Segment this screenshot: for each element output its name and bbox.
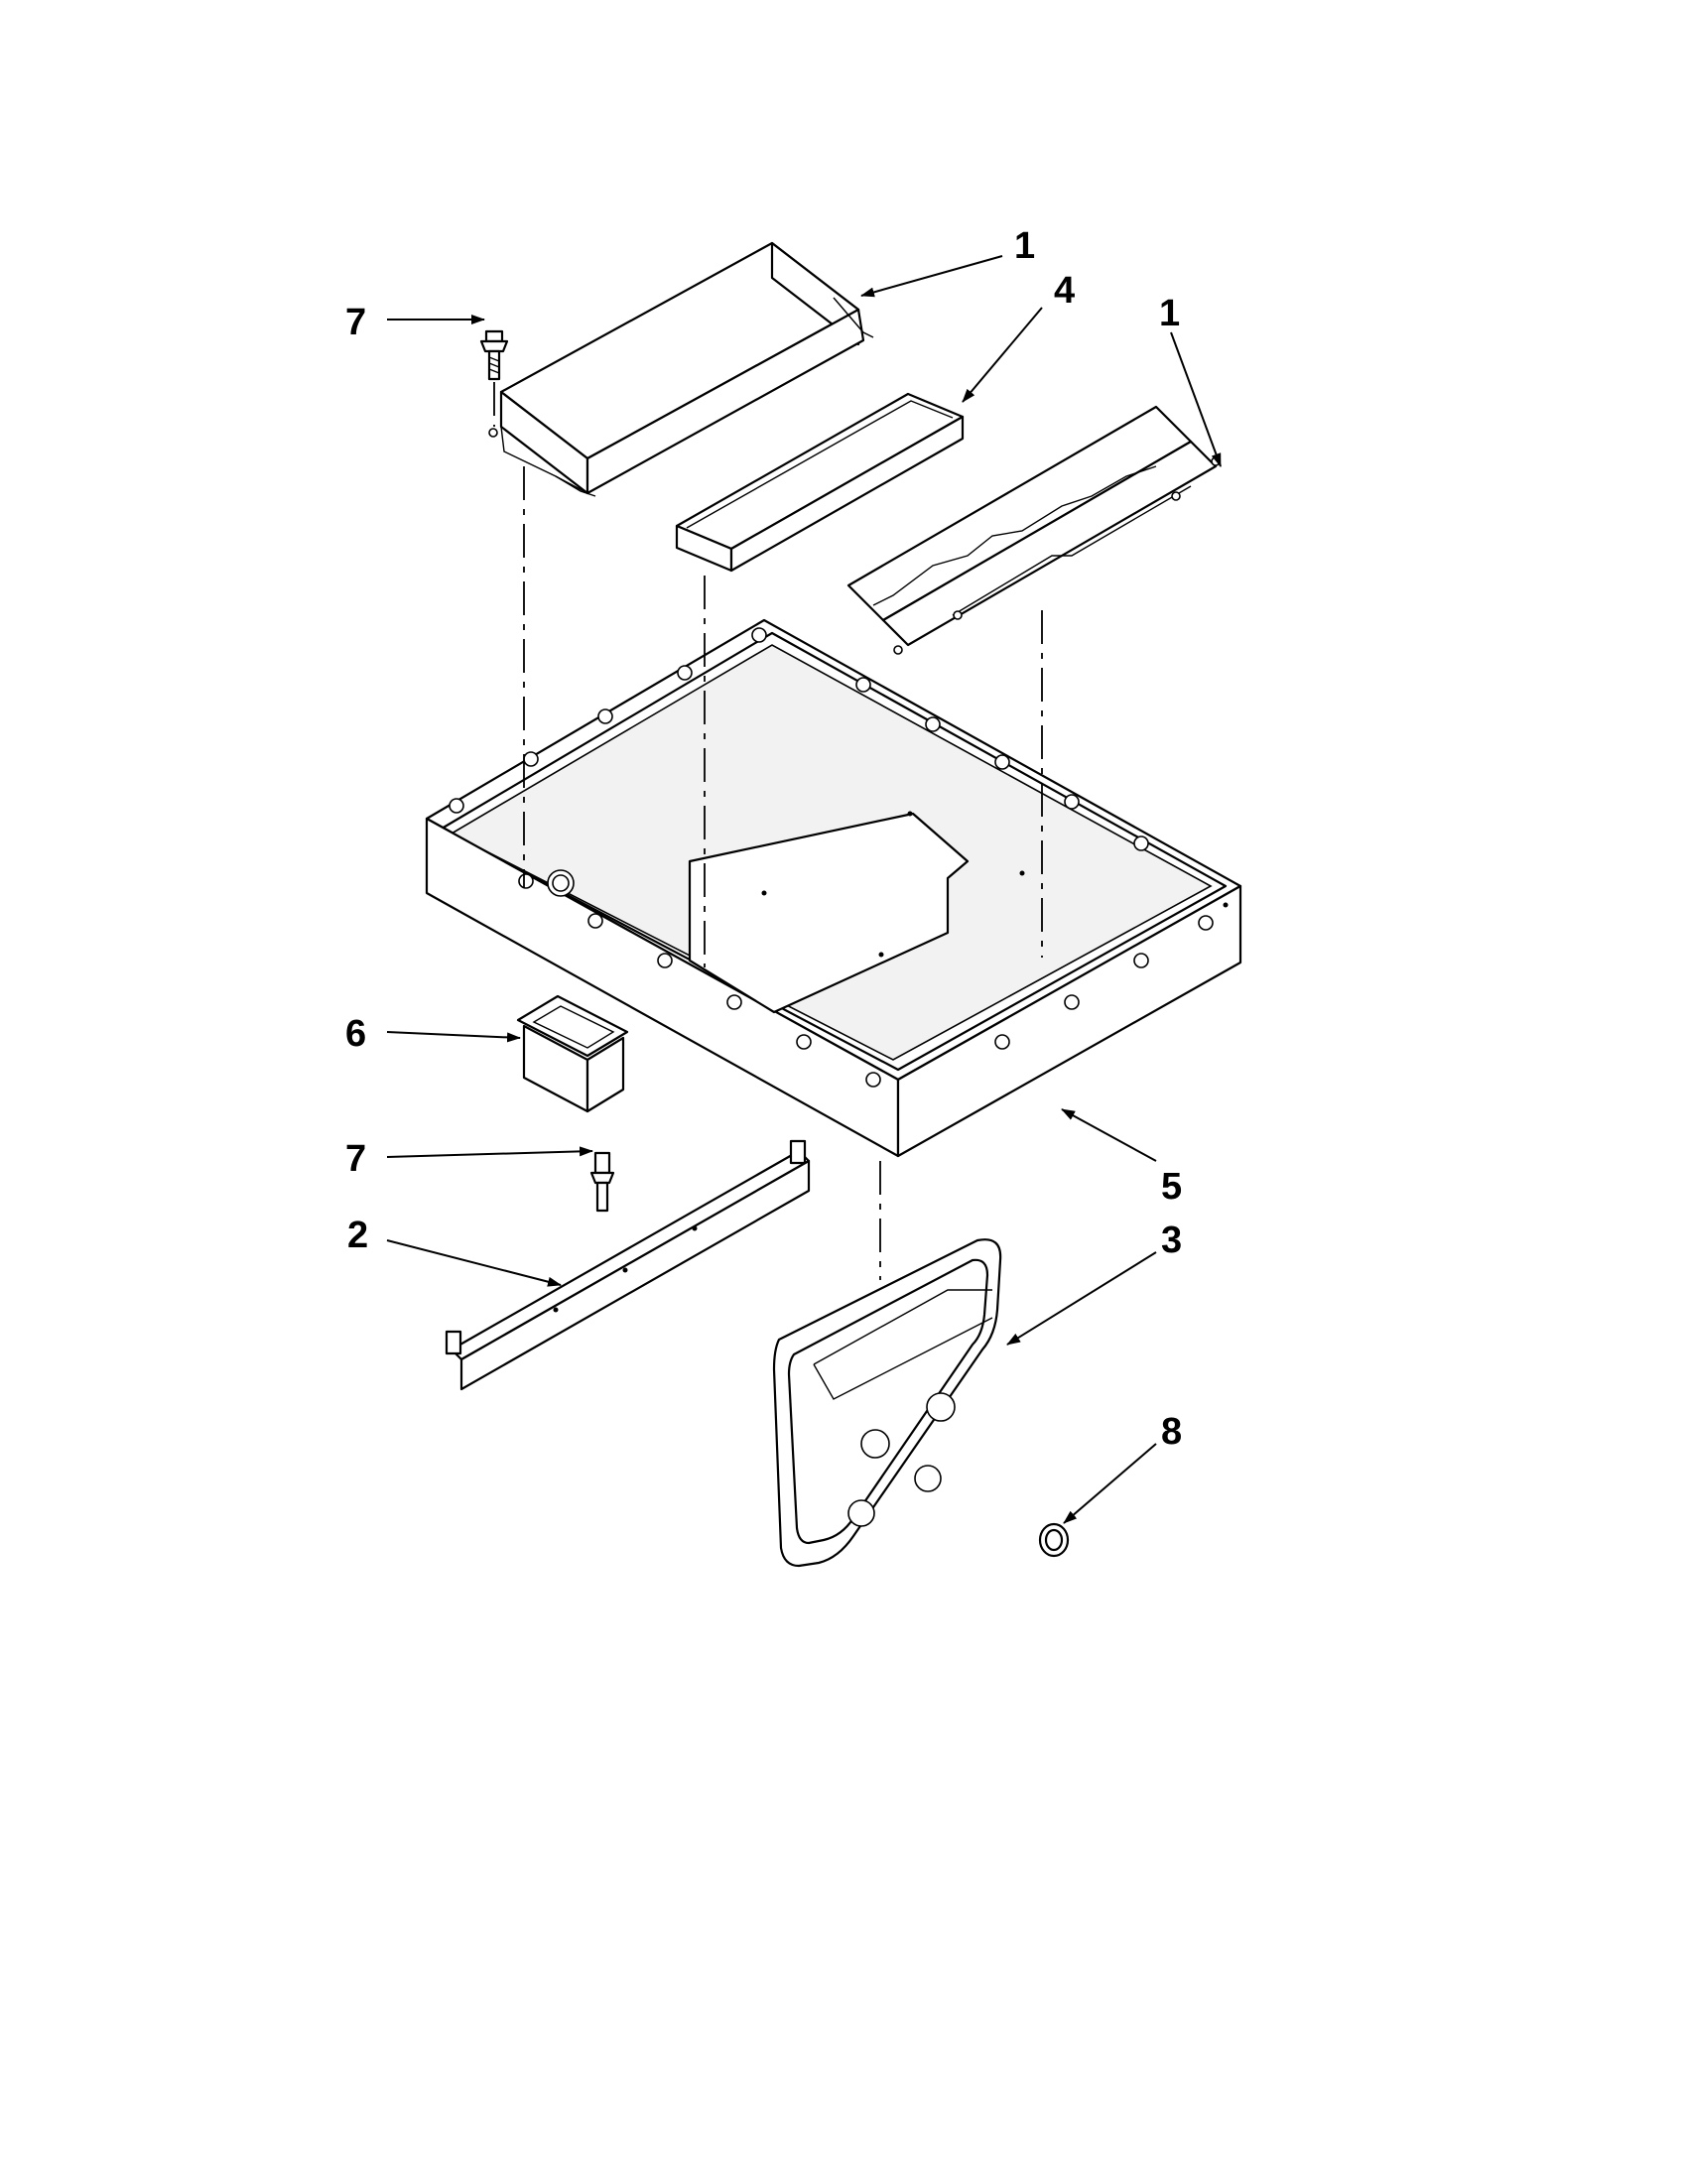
- part-4-channel: [675, 392, 965, 573]
- callout-2-rail: 2: [347, 1215, 368, 1256]
- callout-labels: 1 4 1 7 6 7 2 5 3 8: [345, 225, 1182, 1453]
- callout-5-base-tray: 5: [1161, 1166, 1182, 1208]
- leader-lines: [386, 255, 1222, 1524]
- part-7-screw-upper: [479, 329, 509, 381]
- part-3-cover-plate: [772, 1238, 1002, 1568]
- part-6-box-bracket: [516, 994, 629, 1113]
- callout-4-channel: 4: [1054, 270, 1075, 312]
- callout-3-cover-plate: 3: [1161, 1220, 1182, 1261]
- part-2-rail: [445, 1139, 811, 1391]
- callout-8-plug: 8: [1161, 1411, 1182, 1453]
- part-7-screw-lower: [589, 1151, 615, 1213]
- alignment-lines: [493, 382, 1043, 1280]
- callout-6-box-bracket: 6: [345, 1013, 366, 1055]
- callout-1-right-bracket: 1: [1159, 293, 1180, 334]
- callout-1-left-shield: 1: [1014, 225, 1035, 267]
- part-1-left-shield: [488, 241, 874, 497]
- part-8-plug: [1038, 1522, 1070, 1558]
- callout-7-upper-screw: 7: [345, 302, 366, 343]
- part-5-base-tray: [425, 618, 1242, 1158]
- callout-7-lower-screw: 7: [345, 1138, 366, 1180]
